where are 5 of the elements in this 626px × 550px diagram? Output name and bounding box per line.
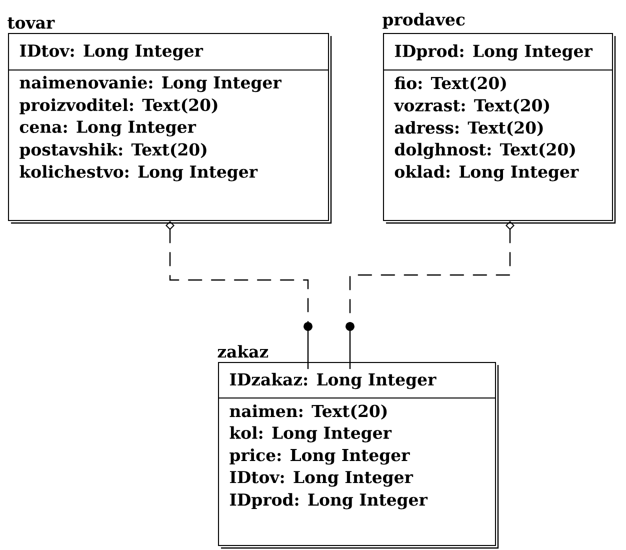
table-name: prodavec [382,12,465,29]
relationship-line [346,221,514,370]
table-name: zakaz [218,345,268,358]
relationship-line [166,221,312,370]
table-name: tovar [8,17,55,29]
